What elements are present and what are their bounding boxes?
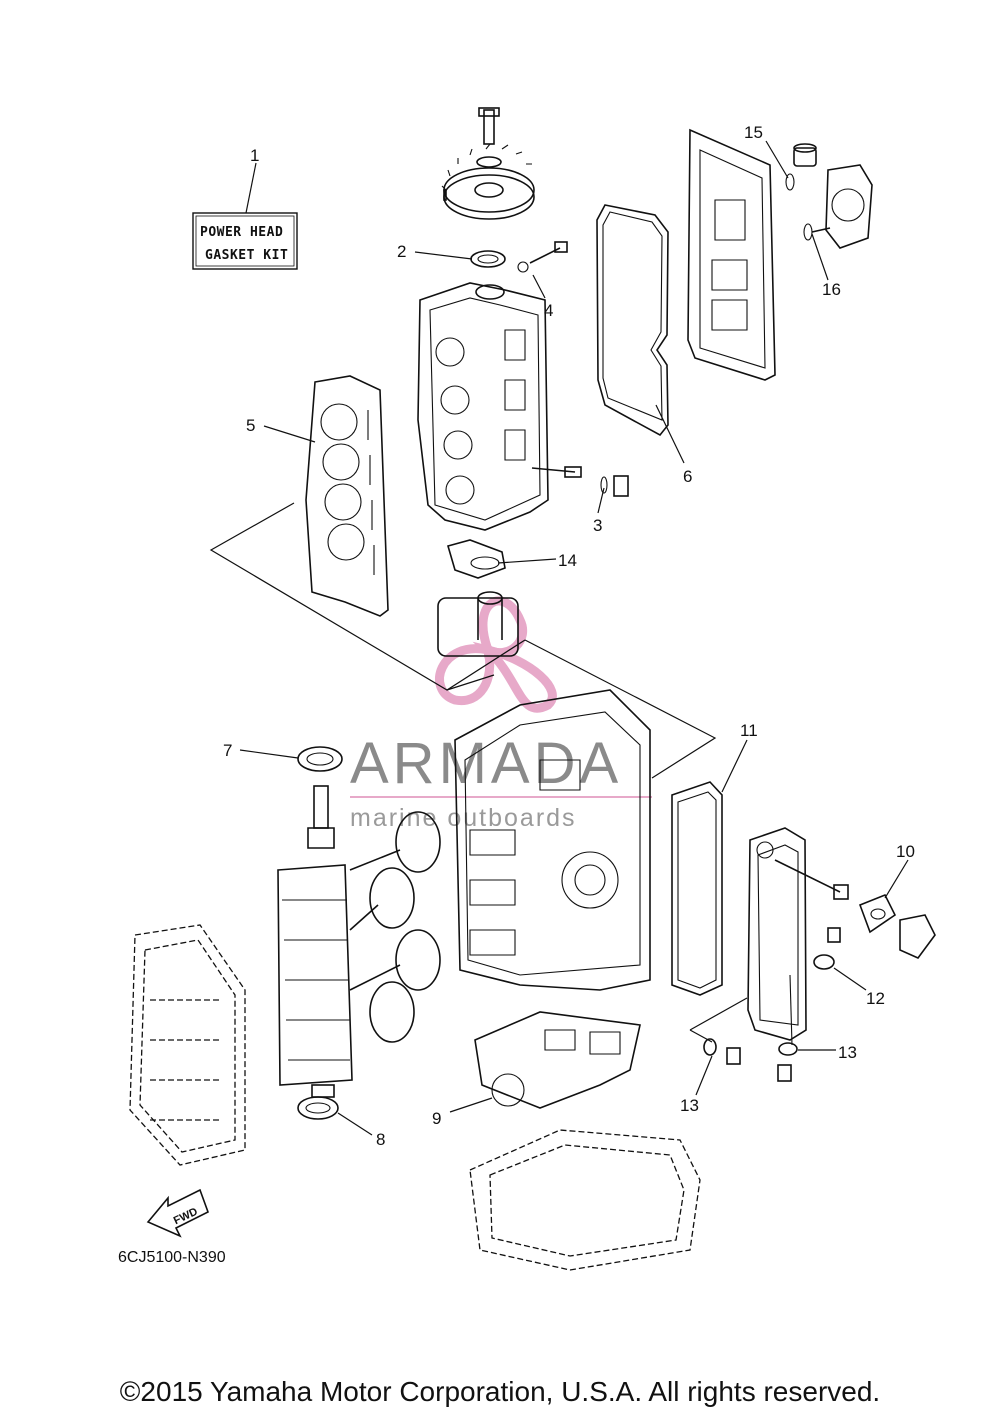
callout-7: 7 [223, 741, 232, 760]
thermostat-housing-part [437, 591, 519, 657]
fwd-arrow-icon: FWD [146, 1188, 209, 1238]
oil-seal-2-part [470, 250, 506, 268]
callout-9: 9 [432, 1109, 441, 1128]
callout-6: 6 [683, 467, 692, 486]
callout-14: 14 [558, 551, 577, 570]
bolt-4-part [517, 241, 568, 273]
head-cover-part [687, 128, 776, 381]
callout-1: 1 [250, 146, 259, 165]
bolt-part [774, 859, 841, 893]
oil-seal-7-part [297, 746, 343, 772]
gasket-9-part [474, 1011, 641, 1109]
plug-3-part [531, 466, 629, 497]
o-ring-13b-part [778, 1042, 798, 1056]
callout-8: 8 [376, 1130, 385, 1149]
callout-13b: 13 [680, 1096, 699, 1115]
kit-label-line2: GASKET KIT [205, 248, 288, 263]
crankshaft-part [277, 785, 353, 1098]
callout-13a: 13 [838, 1043, 857, 1062]
callout-11: 11 [740, 721, 758, 740]
callout-12: 12 [866, 989, 885, 1008]
callouts: 1 2 3 4 5 6 7 8 9 10 11 12 13 13 14 15 1… [223, 123, 915, 1149]
callout-5: 5 [246, 416, 255, 435]
callout-15: 15 [744, 123, 763, 142]
filler-cap-15-part [785, 143, 817, 191]
callout-4: 4 [544, 301, 553, 320]
callout-2: 2 [397, 242, 406, 261]
callout-16: 16 [822, 280, 841, 299]
exhaust-cover-part [747, 827, 807, 1041]
diagram-code: 6CJ5100-N390 [118, 1249, 226, 1266]
oil-pan-part [469, 1129, 701, 1271]
kit-label-line1: POWER HEAD [200, 225, 283, 240]
gasket-10-part [858, 893, 936, 959]
cylinder-block-part [454, 689, 651, 991]
pistons-part [349, 811, 441, 1043]
cylinder-head-part [417, 282, 549, 531]
gasket-14-part [447, 539, 506, 579]
o-ring-13a-part [703, 1038, 717, 1056]
gasket-11-part [671, 781, 723, 996]
leader-lines [209, 140, 909, 1136]
callout-10: 10 [896, 842, 915, 861]
head-gasket-5-part [305, 375, 389, 617]
power-head-gasket-kit-label: POWER HEAD GASKET KIT [192, 212, 298, 270]
callout-3: 3 [593, 516, 602, 535]
propeller-logo-icon [435, 596, 557, 713]
copyright-notice: ©2015 Yamaha Motor Corporation, U.S.A. A… [119, 1376, 881, 1407]
watermark-subtitle: marine outboards [350, 804, 577, 832]
fuel-pump-16-part [803, 164, 873, 249]
oil-seal-8-part [297, 1096, 339, 1120]
gasket-6-part [596, 204, 669, 437]
cam-pulley-part [441, 107, 535, 220]
watermark-title: ARMADA [350, 731, 622, 796]
watermark: ARMADA marine outboards [350, 596, 652, 832]
crankcase-part [129, 924, 246, 1166]
o-ring-12-part [813, 954, 835, 970]
